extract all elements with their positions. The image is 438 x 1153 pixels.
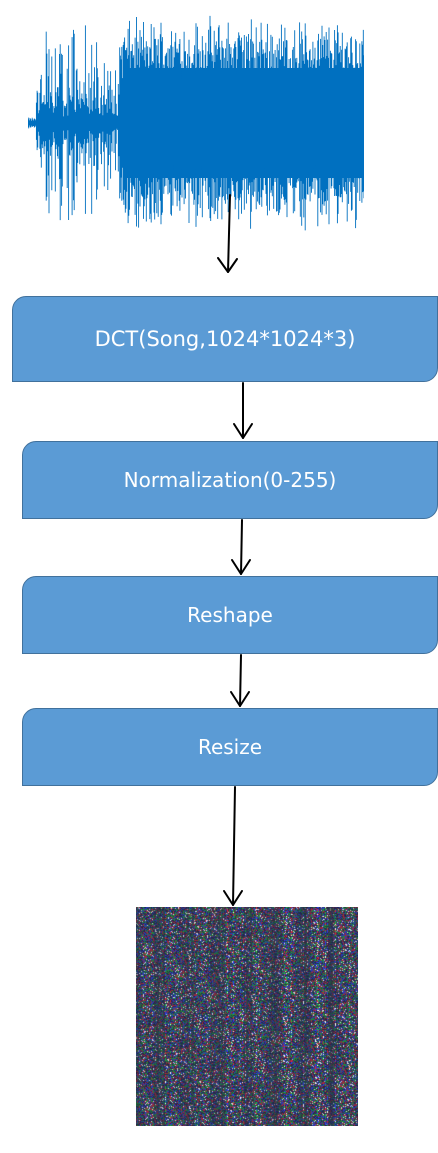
arrow-resize-to-image [223,786,243,906]
dct-step-label: DCT(Song,1024*1024*3) [94,327,356,351]
dct-step-box: DCT(Song,1024*1024*3) [12,296,438,382]
arrow-reshape-to-resize [230,654,250,707]
reshape-step-label: Reshape [187,603,273,627]
reshape-step-box: Reshape [22,576,438,654]
normalization-step-box: Normalization(0-255) [22,441,438,519]
arrow-dct-to-normalization [233,382,253,439]
resize-step-box: Resize [22,708,438,786]
resize-step-label: Resize [197,735,263,759]
audio-waveform [28,15,364,231]
output-spectrogram-image [136,907,358,1126]
arrow-normalization-to-reshape [231,519,251,575]
normalization-step-label: Normalization(0-255) [123,468,337,492]
